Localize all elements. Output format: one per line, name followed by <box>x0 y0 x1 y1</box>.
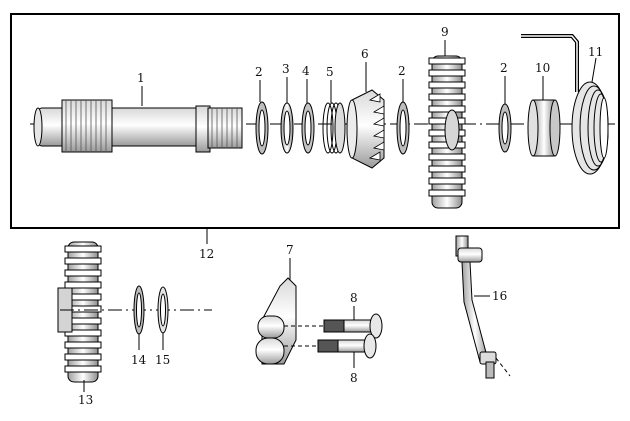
part-8-bolt-upper <box>284 313 383 339</box>
part-11-return-spring <box>521 34 609 175</box>
callout-4: 4 <box>302 64 310 78</box>
part-8-bolt-lower <box>284 333 377 359</box>
part-2-washer-b <box>396 101 410 155</box>
callout-3: 3 <box>282 62 290 76</box>
callout-2b: 2 <box>398 64 406 78</box>
leader-lines-bottom-left <box>83 333 164 392</box>
part-1-kick-shaft <box>33 99 243 153</box>
part-10-bushing <box>527 99 561 157</box>
callout-5: 5 <box>326 65 334 79</box>
leader-lines-top <box>141 40 597 244</box>
callout-2a: 2 <box>255 65 263 79</box>
part-16-kick-lever <box>455 235 511 379</box>
callout-15: 15 <box>155 353 170 367</box>
part-3-spring <box>280 102 294 154</box>
part-6-ratchet <box>346 89 385 169</box>
callout-6: 6 <box>361 47 369 61</box>
part-5-coil-spring <box>322 102 346 154</box>
part-9-idle-gear <box>428 55 466 209</box>
callout-8b: 8 <box>350 371 358 385</box>
part-2-washer-a <box>255 101 269 155</box>
assembly-frame <box>10 13 620 229</box>
part-13-drive-gear <box>57 241 102 383</box>
callout-1: 1 <box>137 71 145 85</box>
callout-2c: 2 <box>500 61 508 75</box>
callout-13: 13 <box>78 393 93 407</box>
callout-14: 14 <box>131 353 147 367</box>
callout-10: 10 <box>535 61 550 75</box>
part-14-washer <box>133 285 145 335</box>
callout-12: 12 <box>199 247 214 261</box>
callout-8a: 8 <box>350 291 358 305</box>
callout-11: 11 <box>588 45 603 59</box>
part-4-washer <box>301 102 315 154</box>
part-7-stopper-plate <box>255 258 297 365</box>
part-2-washer-c <box>498 103 512 153</box>
callout-16: 16 <box>492 289 507 303</box>
callout-9: 9 <box>441 25 449 39</box>
callout-7: 7 <box>286 243 294 257</box>
part-15-circlip <box>157 286 169 334</box>
